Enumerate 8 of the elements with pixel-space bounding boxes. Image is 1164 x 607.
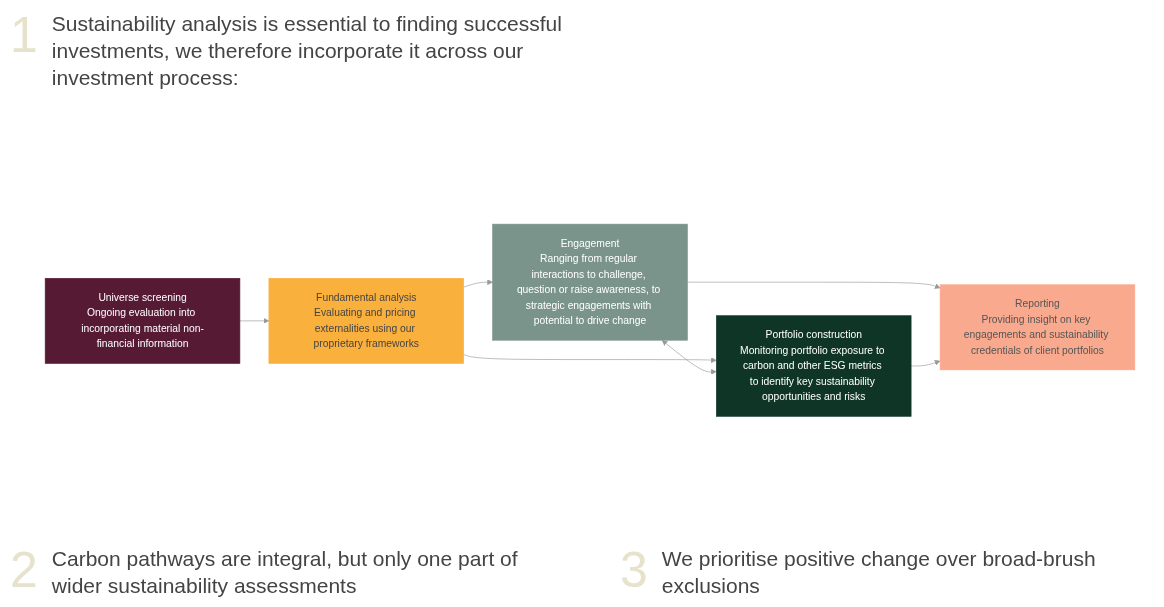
- node-box: Engagement Ranging from regular interactions to challenge, question or raise awareness, to strategic engagements with potential to drive change: [492, 223, 688, 341]
- step-statement: Carbon pathways are integral, but only one part of wider sustainability assessments: [51, 546, 519, 599]
- node-box: Universe screening Ongoing evaluation into incorporating material non-financial information: [44, 277, 241, 364]
- node-box: Portfolio construction Monitoring portfolio exposure to carbon and other ESG metrics to identify key sustainability opportunities and risks: [716, 315, 912, 417]
- step-statement: We prioritise positive change over broad-brush exclusions: [661, 546, 1097, 599]
- node-box: Reporting Providing insight on key engagements and sustainability credentials of client portfolios: [939, 284, 1136, 370]
- step-statement: Sustainability analysis is essential to finding successful investments, we therefore incorporate it across our investment process:: [51, 11, 563, 91]
- node-box: Fundamental analysis Evaluating and pricing externalities using our proprietary frameworks: [268, 277, 464, 364]
